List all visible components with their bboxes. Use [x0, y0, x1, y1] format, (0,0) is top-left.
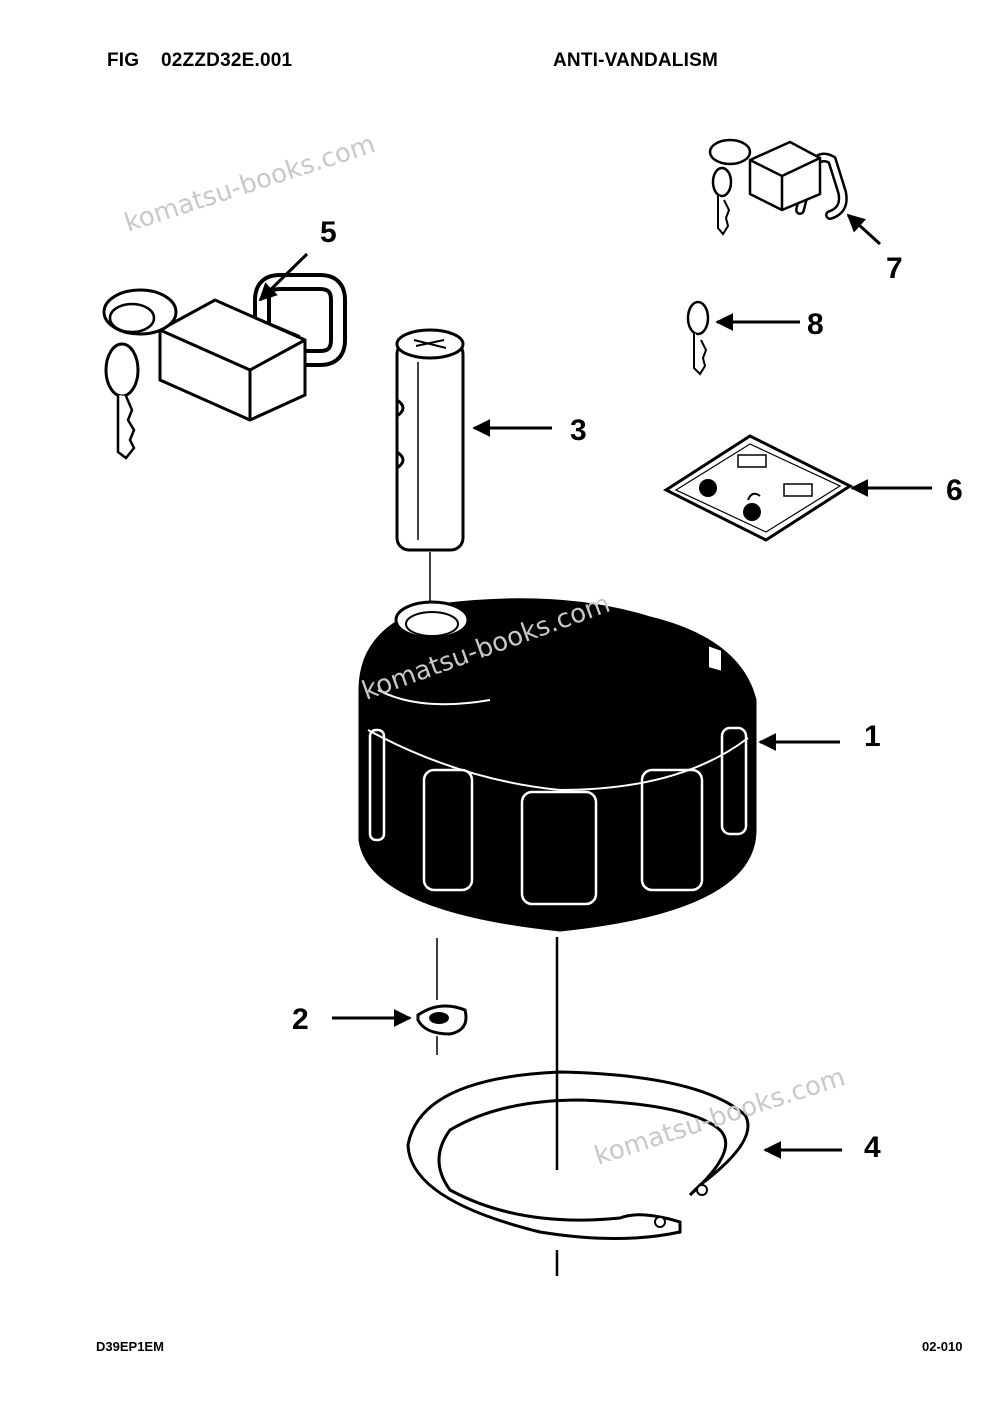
- padlock-small-icon: [708, 138, 848, 236]
- padlock-large-icon: [102, 273, 347, 460]
- callout-1: 1: [864, 720, 881, 753]
- section-title: ANTI-VANDALISM: [553, 50, 718, 71]
- page-number: 02-010: [922, 1339, 963, 1354]
- callout-6: 6: [946, 474, 963, 507]
- callout-7: 7: [886, 252, 903, 285]
- callout-3: 3: [570, 414, 587, 447]
- snap-ring-icon: [406, 937, 750, 1276]
- callout-8: 8: [807, 308, 824, 341]
- fig-label: FIG: [107, 50, 140, 71]
- fig-code: 02ZZD32E.001: [161, 50, 293, 71]
- callout-4: 4: [864, 1131, 881, 1164]
- doc-code: D39EP1EM: [96, 1339, 164, 1354]
- callout-5: 5: [320, 216, 337, 249]
- watermark-1: komatsu-books.com: [121, 129, 379, 238]
- leader-arrows: [258, 213, 932, 1159]
- decal-plate-icon: [662, 434, 854, 542]
- lock-pin-icon: [395, 328, 465, 625]
- retainer-icon: [416, 938, 468, 1055]
- key-icon: [686, 300, 710, 376]
- callout-2: 2: [292, 1003, 309, 1036]
- fuel-cap-icon: [358, 598, 757, 932]
